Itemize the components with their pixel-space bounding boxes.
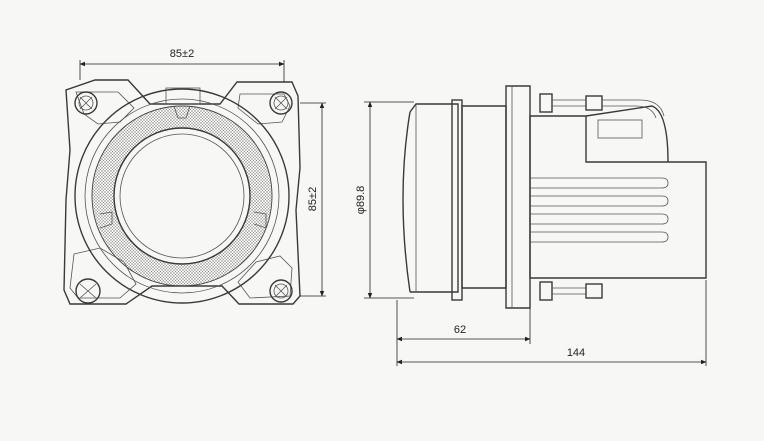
dim-front-height: 85±2: [300, 102, 326, 297]
textured-ring: [91, 105, 273, 287]
housing-ring: [74, 88, 290, 304]
lens-inner: [119, 133, 245, 259]
housing: [461, 105, 507, 289]
connector-plug: [597, 119, 643, 139]
ring-lug-right: [253, 211, 267, 229]
top-cable: [539, 93, 665, 119]
heatsink-fins: [530, 177, 669, 243]
ring-lug-top: [173, 105, 191, 119]
corner-pocket-tl: [75, 91, 135, 125]
dim-overall-length: 144: [396, 280, 707, 366]
screw-bottom-right: [269, 279, 293, 303]
side-view: [402, 85, 707, 309]
screw-top-right: [269, 91, 293, 115]
front-height-label: 85±2: [307, 187, 319, 211]
clip-bottom-left: [75, 278, 101, 304]
front-view: [63, 79, 301, 305]
flange-outline: [63, 79, 301, 305]
dim-diameter: φ89.8: [355, 101, 414, 299]
bottom-cable: [539, 281, 603, 301]
corner-pocket-tr: [237, 93, 291, 125]
rear-body: [529, 115, 707, 279]
dim-front-width: 85±2: [79, 48, 285, 82]
outer-ring: [84, 98, 280, 294]
corner-pocket-bl: [69, 247, 137, 299]
ring-lug-left: [99, 211, 113, 229]
overall-length-label: 144: [567, 347, 585, 359]
front-width-label: 85±2: [170, 48, 194, 60]
collar: [451, 99, 463, 301]
dim-mount-depth: 62: [396, 300, 531, 366]
screw-top-left: [74, 91, 98, 115]
diameter-label: φ89.8: [355, 186, 367, 215]
lens-dome-front: [402, 111, 411, 293]
mount-depth-label: 62: [454, 324, 466, 336]
lens-body: [409, 103, 459, 293]
connector-housing: [585, 105, 669, 163]
lens-edge: [113, 127, 251, 265]
corner-pocket-br: [237, 255, 293, 299]
top-tab: [165, 87, 201, 105]
side-flange: [505, 85, 531, 309]
